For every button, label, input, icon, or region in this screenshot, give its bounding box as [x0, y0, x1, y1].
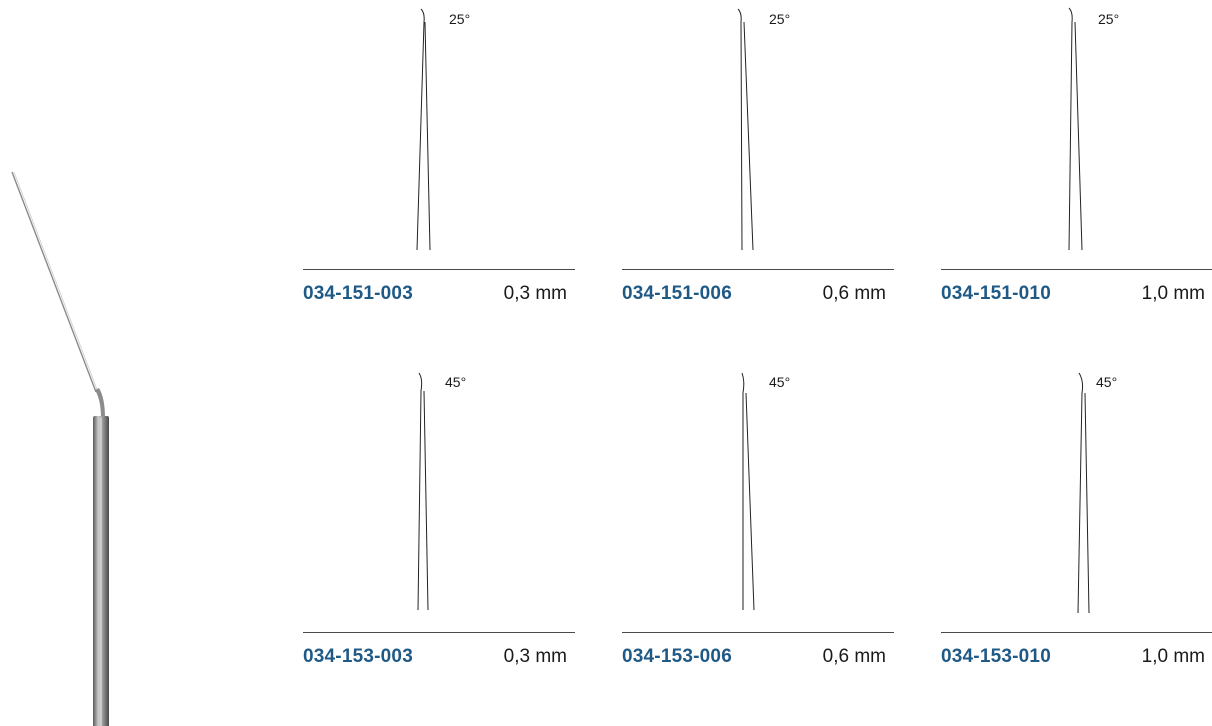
divider	[941, 632, 1212, 633]
needle-size: 1,0 mm	[1141, 646, 1205, 667]
needle-size: 0,6 mm	[822, 283, 886, 304]
product-code: 034-151-003	[303, 283, 413, 304]
tip-drawing	[416, 8, 431, 251]
angle-label: 45°	[769, 374, 791, 390]
tip-drawing	[417, 372, 429, 611]
needle-size: 0,3 mm	[503, 646, 567, 667]
divider	[622, 269, 894, 270]
variant-card: 45° 034-153-006 0,6 mm	[622, 363, 894, 667]
product-code: 034-151-010	[941, 283, 1051, 304]
divider	[303, 632, 575, 633]
product-code: 034-153-010	[941, 646, 1051, 667]
divider	[941, 269, 1212, 270]
tip-drawing	[741, 372, 755, 611]
variant-card: 45° 034-153-003 0,3 mm	[303, 363, 575, 667]
needle-size: 1,0 mm	[1141, 283, 1205, 304]
angle-label: 25°	[449, 11, 471, 27]
divider	[303, 269, 575, 270]
variant-card: 45° 034-153-010 1,0 mm	[941, 363, 1212, 667]
tip-drawing	[737, 8, 754, 251]
angle-label: 45°	[445, 374, 467, 390]
product-code: 034-153-006	[622, 646, 732, 667]
angle-label: 45°	[1096, 374, 1118, 390]
variant-card: 25° 034-151-010 1,0 mm	[941, 0, 1212, 304]
angle-label: 25°	[769, 11, 791, 27]
instrument-photo	[11, 171, 109, 726]
product-code: 034-151-006	[622, 283, 732, 304]
needle-size: 0,6 mm	[822, 646, 886, 667]
product-code: 034-153-003	[303, 646, 413, 667]
variant-card: 25° 034-151-006 0,6 mm	[622, 0, 894, 304]
divider	[622, 632, 894, 633]
tip-drawing	[1077, 372, 1090, 614]
tip-drawing	[1068, 7, 1083, 251]
angle-label: 25°	[1098, 11, 1120, 27]
variant-card: 25° 034-151-003 0,3 mm	[303, 0, 575, 304]
needle-size: 0,3 mm	[503, 283, 567, 304]
